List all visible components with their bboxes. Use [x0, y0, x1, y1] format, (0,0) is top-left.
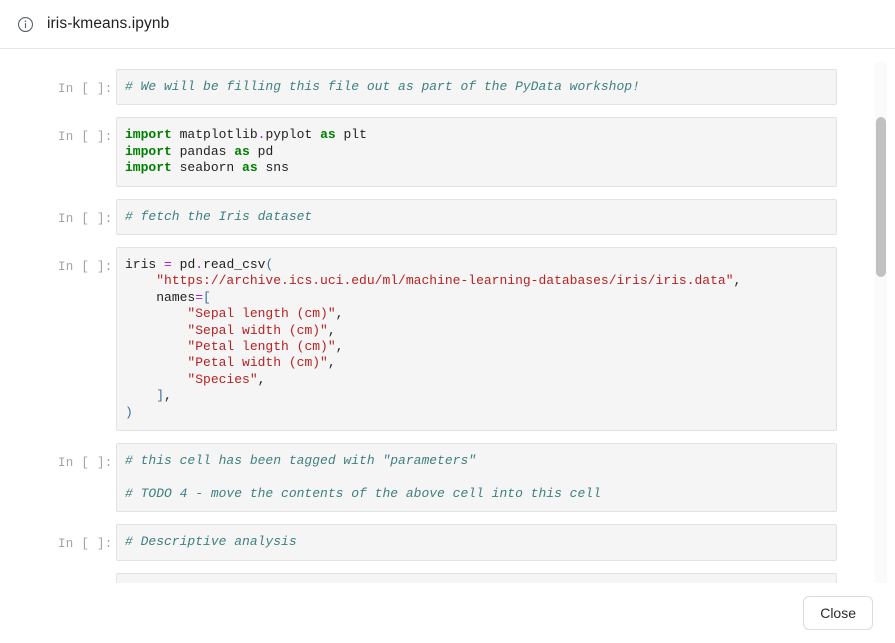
dialog-footer: Close	[0, 583, 895, 643]
notebook-viewer: In [ ]: # We will be filling this file ou…	[0, 49, 895, 643]
notebook-cell[interactable]: In [ ]: # Descriptive analysis	[0, 524, 867, 561]
notebook-cell[interactable]: In [ ]: import matplotlib.pyplot as plt i…	[0, 117, 867, 187]
close-button[interactable]: Close	[803, 596, 873, 630]
cell-prompt-label: In [ ]:	[58, 211, 113, 226]
cell-input-area[interactable]: # We will be filling this file out as pa…	[116, 69, 837, 106]
cell-input-area[interactable]: iris = pd.read_csv( "https://archive.ics…	[116, 247, 837, 432]
cell-input-area[interactable]: # this cell has been tagged with "parame…	[116, 443, 837, 513]
notebook-cell[interactable]: In [ ]: # We will be filling this file ou…	[0, 69, 867, 106]
notebook-scroll-area[interactable]: In [ ]: # We will be filling this file ou…	[0, 49, 867, 643]
cell-prompt-label: In [ ]:	[58, 130, 113, 145]
cell-source-code[interactable]: # Descriptive analysis	[125, 534, 297, 550]
cell-source-code[interactable]: import matplotlib.pyplot as plt import p…	[125, 127, 367, 176]
notebook-cell[interactable]: In [ ]: iris = pd.read_csv( "https://arch…	[0, 247, 867, 432]
notebook-cell-list: In [ ]: # We will be filling this file ou…	[0, 49, 867, 610]
notebook-cell[interactable]: In [ ]: # this cell has been tagged with …	[0, 443, 867, 513]
cell-source-code[interactable]: # We will be filling this file out as pa…	[125, 79, 640, 94]
title-bar: iris-kmeans.ipynb	[0, 0, 895, 49]
notebook-cell[interactable]: In [ ]: # fetch the Iris dataset	[0, 198, 867, 236]
vertical-scrollbar[interactable]	[875, 61, 887, 631]
cell-input-area[interactable]: # Descriptive analysis	[116, 524, 837, 561]
cell-source-code[interactable]: # this cell has been tagged with "parame…	[125, 453, 601, 501]
cell-input-area[interactable]: # fetch the Iris dataset	[116, 198, 837, 236]
page-title: iris-kmeans.ipynb	[47, 15, 170, 32]
cell-prompt-label: In [ ]:	[58, 82, 113, 96]
cell-prompt-label: In [ ]:	[58, 456, 113, 471]
info-circle-icon	[17, 16, 34, 33]
cell-prompt-label: In [ ]:	[58, 537, 113, 552]
scrollbar-thumb[interactable]	[876, 117, 886, 277]
cell-source-code[interactable]: # fetch the Iris dataset	[125, 208, 313, 224]
cell-input-area[interactable]: import matplotlib.pyplot as plt import p…	[116, 117, 837, 187]
cell-source-code[interactable]: iris = pd.read_csv( "https://archive.ics…	[125, 257, 742, 420]
cell-prompt-label: In [ ]:	[58, 260, 113, 275]
